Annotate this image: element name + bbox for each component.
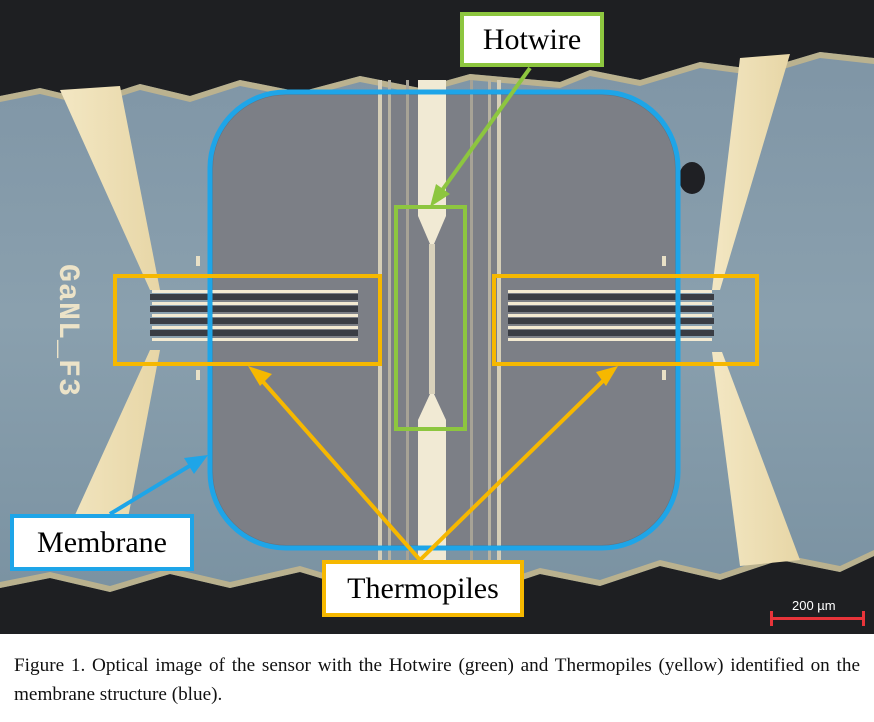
membrane-label: Membrane	[10, 514, 194, 571]
top-trench	[0, 0, 874, 100]
scale-bar	[770, 611, 865, 626]
thermopiles-label: Thermopiles	[322, 560, 524, 617]
scale-bar-label: 200 µm	[792, 598, 836, 613]
chip-marking: GaNL_F3	[50, 264, 84, 397]
left-thermopile-lines	[152, 290, 358, 341]
hotwire-box	[394, 205, 467, 431]
sensor-micrograph: GaNL_F3 Hotwire Membrane Thermopiles 200…	[0, 0, 874, 634]
left-thermopile-box	[113, 274, 382, 366]
membrane-outline	[207, 89, 681, 551]
heater-bottom-lead	[418, 394, 446, 560]
thermopile-arrow-left	[256, 374, 422, 562]
membrane-area	[212, 94, 676, 546]
right-thermopile-box	[492, 274, 759, 366]
heater-top-lead	[418, 80, 446, 244]
thermopile-arrow-right	[418, 374, 610, 562]
hotwire-arrow	[436, 66, 532, 198]
hotwire-label: Hotwire	[460, 12, 604, 67]
right-pad-top	[712, 54, 790, 290]
debris-spot	[679, 162, 705, 194]
membrane-arrow	[108, 460, 198, 516]
heater-wire	[429, 244, 435, 394]
figure-caption: Figure 1. Optical image of the sensor wi…	[14, 655, 860, 705]
left-pad-top	[60, 86, 160, 290]
right-thermopile-lines	[508, 290, 712, 341]
right-pad-bottom	[712, 352, 800, 566]
